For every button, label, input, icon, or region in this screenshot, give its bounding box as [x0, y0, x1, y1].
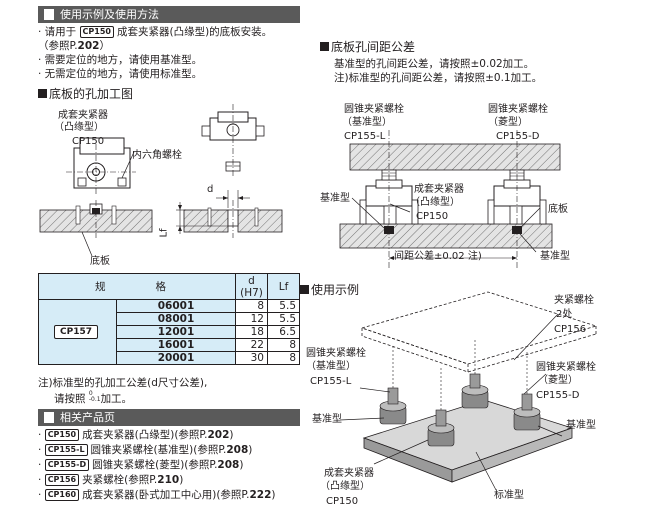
hole-label-d: d: [207, 184, 214, 195]
example-label-two-places: 2处: [556, 309, 573, 320]
example-clamp-2: [427, 409, 455, 447]
code-badge: CP155-L: [44, 444, 88, 456]
pitch-label-cp155l: CP155-L: [344, 131, 386, 142]
example-label-ref-left: 基准型: [312, 414, 342, 425]
pitch-label-ref-right: 基准型: [540, 251, 570, 262]
table-note-1: 注)标准型的孔加工公差(d尺寸公差),: [38, 377, 208, 389]
example-label-clamp-set: 成套夹紧器: [324, 468, 374, 479]
example-label-cone-bolt-2: 圆锥夹紧螺栓: [536, 362, 596, 373]
pitch-line-1: 基准型的孔间距公差，请按照±0.02加工。: [334, 58, 535, 70]
code-badge: CP156: [44, 474, 80, 486]
example-label-cone-bolt: 圆锥夹紧螺栓: [306, 348, 366, 359]
example-label-ref-type: （基准型）: [306, 361, 356, 372]
clamp-drawing-right: [201, 104, 265, 176]
related-section-title: 相关产品页: [60, 411, 115, 424]
example-label-cp156: CP156: [554, 324, 587, 335]
table-row: CP157 06001 8 5.5: [38, 299, 300, 365]
pitch-label-tolerance: 间距公差±0.02 注): [394, 251, 482, 262]
example-label-std-type: 标准型: [494, 490, 524, 501]
example-label-cp155l: CP155-L: [310, 376, 352, 387]
pitch-label-cone-bolt-2: 圆锥夹紧螺栓: [488, 104, 548, 115]
hole-label-lf: Lf: [158, 228, 170, 238]
usage-section-header: 使用示例及使用方法: [38, 6, 300, 23]
example-clamp-1: [379, 387, 407, 425]
pitch-clamp-left: [359, 130, 419, 270]
example-clamp-3: [461, 373, 489, 409]
usage-bullet-3: · 无需定位的地方，请使用标准型。: [38, 68, 203, 80]
pitch-section-heading: 底板孔间距公差: [320, 40, 415, 55]
th-spec: 规格: [38, 273, 236, 300]
pitch-label-clamp-set: 成套夹紧器: [414, 184, 464, 195]
pitch-label-ref-type: （基准型）: [342, 117, 392, 128]
example-section-heading: 使用示例: [300, 283, 359, 298]
clamp-drawing-left: [66, 137, 136, 194]
usage-section-title: 使用示例及使用方法: [60, 8, 159, 21]
code-badge-cp150: CP150: [79, 26, 114, 38]
th-lf: Lf: [267, 273, 300, 300]
pitch-label-cp150: CP150: [416, 211, 449, 222]
pitch-label-ref-left: 基准型: [320, 193, 350, 204]
example-label-cp155d: CP155-D: [536, 390, 580, 401]
pitch-clamp-right: [487, 130, 547, 270]
code-badge: CP160: [44, 489, 80, 501]
example-label-ref-right: 基准型: [566, 420, 596, 431]
table-row: 08001 12 5.5: [39, 312, 300, 326]
usage-bullet-ref: （参照P.202）: [38, 40, 110, 52]
th-d: d(H7): [235, 273, 268, 300]
hole-label-clamp: 成套夹紧器: [58, 110, 108, 121]
table-row: 20001 30 8: [39, 351, 300, 365]
hole-label-hex-bolt: 内六角螺栓: [132, 150, 182, 161]
pitch-label-cp155d: CP155-D: [496, 131, 540, 142]
example-illustration: [339, 291, 598, 491]
hole-label-flange: （凸缘型）: [54, 122, 104, 133]
pitch-label-flange: （凸缘型）: [410, 197, 460, 208]
example-label-flange: （凸缘型）: [320, 481, 370, 492]
hole-label-cp150: CP150: [72, 136, 105, 147]
pitch-line-2: 注)标准型的孔间距公差，请按照±0.1加工。: [334, 72, 543, 84]
hole-diagram: [39, 104, 283, 257]
table-note-2: 请按照 0-0.1 加工。: [54, 390, 133, 406]
example-label-cp150: CP150: [326, 496, 359, 507]
example-clamp-4: [513, 393, 541, 431]
pitch-label-cone-bolt: 圆锥夹紧螺栓: [344, 104, 404, 115]
example-label-clamp-bolt: 夹紧螺栓: [554, 295, 594, 306]
pitch-label-diamond: （菱型）: [488, 117, 528, 128]
related-section-header: 相关产品页: [38, 409, 300, 426]
code-badge: CP150: [44, 429, 80, 441]
pitch-label-base: 底板: [548, 204, 568, 215]
spec-table: 规格 d(H7) Lf CP157 06001 8 5.5 08001 12 5…: [38, 273, 300, 365]
hole-section-heading: 底板的孔加工图: [38, 87, 133, 102]
group-cell: CP157: [38, 299, 117, 365]
pitch-diagram: [339, 130, 561, 270]
code-badge: CP155-D: [44, 459, 90, 471]
usage-bullet-2: · 需要定位的地方，请使用基准型。: [38, 54, 203, 66]
hole-label-base: 底板: [90, 256, 110, 267]
example-label-diamond: （菱型）: [538, 375, 578, 386]
